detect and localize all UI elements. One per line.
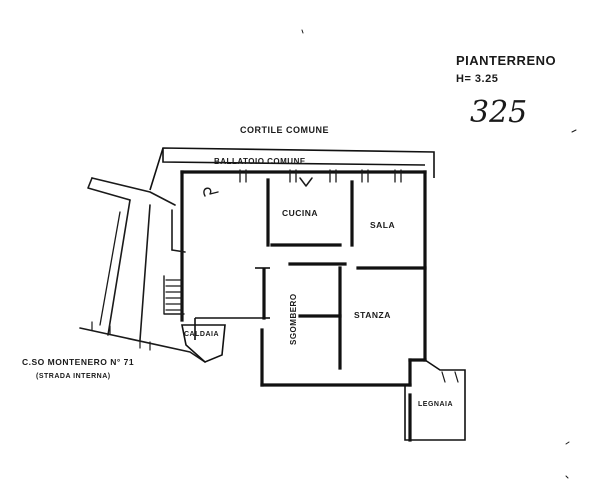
bedroom-label: STANZA bbox=[354, 310, 391, 320]
address-label: C.SO MONTENERO N° 71 bbox=[22, 357, 134, 367]
living-label: SALA bbox=[370, 220, 395, 230]
courtyard-label: CORTILE COMUNE bbox=[240, 125, 329, 135]
woodshed bbox=[404, 359, 466, 442]
storage-label: SGOMBERO bbox=[289, 293, 298, 345]
page-number: 325 bbox=[470, 95, 527, 130]
height-note: H= 3.25 bbox=[456, 73, 498, 85]
kitchen-label: CUCINA bbox=[282, 208, 318, 218]
woodshed-label: LEGNAIA bbox=[418, 401, 453, 408]
boiler-label: CALDAIA bbox=[184, 331, 219, 338]
outer-walls bbox=[149, 147, 435, 387]
interior-walls bbox=[255, 178, 427, 370]
balcony-label: BALLATOIO COMUNE bbox=[214, 157, 306, 166]
street-structure bbox=[79, 177, 206, 363]
address-note: (STRADA INTERNA) bbox=[36, 373, 111, 380]
window-openings bbox=[203, 169, 402, 197]
plan-title: PIANTERRENO bbox=[456, 53, 556, 68]
scan-specks bbox=[301, 29, 577, 479]
boiler-room bbox=[181, 324, 226, 363]
